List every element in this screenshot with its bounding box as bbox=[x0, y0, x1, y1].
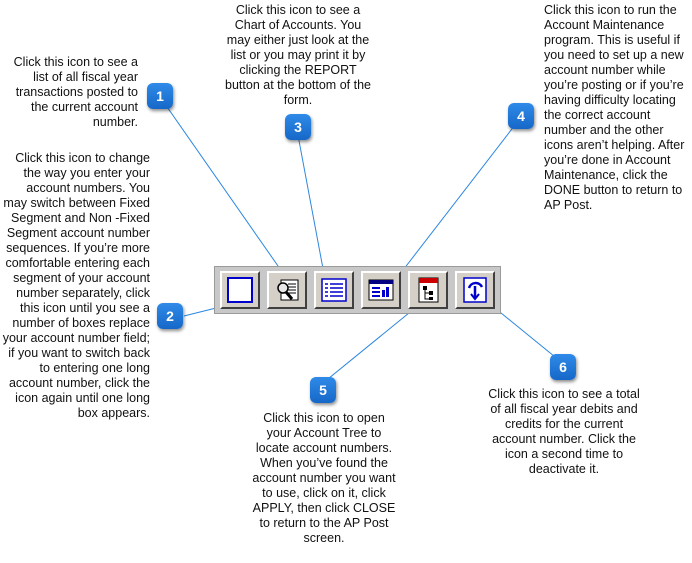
callout-badge-3: 3 bbox=[285, 114, 311, 140]
callout-badge-6: 6 bbox=[550, 354, 576, 380]
leader-line-4 bbox=[399, 124, 516, 275]
list-icon bbox=[321, 278, 347, 302]
callout-badge-1: 1 bbox=[147, 83, 173, 109]
callout-text-6: Click this icon to see a total of all fi… bbox=[488, 387, 640, 476]
totals-icon bbox=[463, 277, 487, 303]
leader-line-6 bbox=[489, 303, 561, 362]
segment-box-icon bbox=[227, 277, 253, 303]
account-toolbar bbox=[214, 266, 501, 314]
chart-of-accounts-button[interactable] bbox=[314, 271, 354, 309]
callout-text-2: Click this icon to change the way you en… bbox=[2, 151, 150, 420]
account-tree-button[interactable] bbox=[408, 271, 448, 309]
leader-line-1 bbox=[164, 103, 286, 277]
callout-text-3: Click this icon to see a Chart of Accoun… bbox=[225, 3, 371, 107]
fiscal-totals-button[interactable] bbox=[455, 271, 495, 309]
callout-text-1: Click this icon to see a list of all fis… bbox=[13, 55, 138, 129]
callout-badge-2: 2 bbox=[157, 303, 183, 329]
callout-text-5: Click this icon to open your Account Tre… bbox=[252, 411, 396, 545]
account-maintenance-button[interactable] bbox=[361, 271, 401, 309]
callout-badge-4: 4 bbox=[508, 103, 534, 129]
account-window-icon bbox=[368, 279, 394, 301]
callout-text-4: Click this icon to run the Account Maint… bbox=[544, 3, 685, 212]
leader-line-3 bbox=[296, 129, 325, 275]
leader-line-5 bbox=[322, 303, 421, 384]
account-tree-icon bbox=[418, 277, 439, 303]
callout-badge-5: 5 bbox=[310, 377, 336, 403]
magnifier-list-icon bbox=[277, 279, 299, 301]
fiscal-transactions-button[interactable] bbox=[267, 271, 307, 309]
segment-toggle-button[interactable] bbox=[220, 271, 260, 309]
